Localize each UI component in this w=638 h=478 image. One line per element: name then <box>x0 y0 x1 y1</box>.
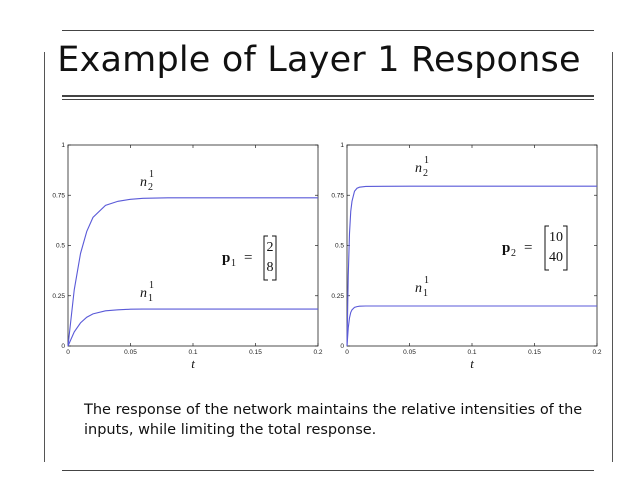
chart2-x-tick-label: 0.1 <box>467 349 476 356</box>
chart1-series-label-superscript: 1 <box>149 280 154 291</box>
chart2-series-line-n1 <box>346 305 597 347</box>
chart2-series-label-superscript: 1 <box>424 275 429 286</box>
chart2-vector-left-bracket <box>544 225 549 271</box>
chart1-series-label-n2: n <box>140 175 147 190</box>
chart1-input-equals: = <box>244 250 252 266</box>
chart1-vector-left-bracket <box>263 235 268 281</box>
title-underline <box>62 95 594 97</box>
chart2-vector-element: 40 <box>549 250 563 265</box>
chart2-y-tick-label: 0.25 <box>331 293 344 300</box>
chart2-vector-element: 10 <box>549 230 563 245</box>
chart2-x-tick-label: 0 <box>345 349 349 356</box>
chart1-x-tick-label: 0 <box>66 349 70 356</box>
chart1-y-tick-label: 0.5 <box>56 243 65 250</box>
right-frame-line <box>612 52 613 462</box>
chart1-y-tick-label: 0 <box>61 343 65 350</box>
chart1-series-line-n1 <box>67 308 318 347</box>
slide-title: Example of Layer 1 Response <box>57 40 581 80</box>
chart2-x-axis-label: t <box>470 356 474 371</box>
chart2-x-tick-label: 0.05 <box>403 349 416 356</box>
chart1-series-label-subscript: 2 <box>148 182 153 193</box>
left-frame-line <box>44 52 45 462</box>
chart1-y-tick-label: 0.25 <box>52 293 65 300</box>
chart1-vector-right-bracket <box>272 235 277 281</box>
chart2-input-label: p <box>502 240 510 256</box>
chart2-y-tick-label: 0.5 <box>335 243 344 250</box>
chart1-x-tick-label: 0.15 <box>249 349 262 356</box>
chart2-vector-right-bracket <box>563 225 568 271</box>
chart2-series-label-n1: n <box>415 281 422 296</box>
title-underline-thin <box>62 99 594 100</box>
chart2-series-label-superscript: 1 <box>424 155 429 166</box>
chart2-input-label-subscript: 2 <box>511 248 516 259</box>
chart2-x-tick-label: 0.2 <box>592 349 601 356</box>
chart1-vector-element: 8 <box>267 260 274 275</box>
chart2-plot-frame <box>346 144 598 347</box>
chart1-x-tick-label: 0.2 <box>313 349 322 356</box>
chart1-plot-frame <box>67 144 319 347</box>
chart2-y-tick-label: 0 <box>340 343 344 350</box>
chart1-vector-element: 2 <box>267 240 274 255</box>
chart2-series-label-subscript: 1 <box>423 288 428 299</box>
top-rule <box>62 30 594 31</box>
bottom-rule <box>62 470 594 471</box>
chart1-input-label-subscript: 1 <box>231 258 236 269</box>
chart1-y-tick-label: 0.75 <box>52 192 65 199</box>
chart1-series-label-n1: n <box>140 286 147 301</box>
chart2-series-line-n2 <box>346 185 597 347</box>
chart2-y-tick-label: 0.75 <box>331 192 344 199</box>
chart2-series-label-subscript: 2 <box>423 168 428 179</box>
chart1-series-line-n2 <box>67 197 318 347</box>
chart1-series-label-subscript: 1 <box>148 293 153 304</box>
chart1-x-axis-label: t <box>191 356 195 371</box>
chart2-input-equals: = <box>524 240 532 256</box>
chart1-x-tick-label: 0.05 <box>124 349 137 356</box>
chart1-y-tick-label: 1 <box>61 142 65 149</box>
chart2-y-tick-label: 1 <box>340 142 344 149</box>
chart1-input-label: p <box>222 250 230 266</box>
chart1-series-label-superscript: 1 <box>149 169 154 180</box>
chart2-series-label-n2: n <box>415 161 422 176</box>
slide-caption: The response of the network maintains th… <box>84 402 583 438</box>
chart1-x-tick-label: 0.1 <box>188 349 197 356</box>
chart2-x-tick-label: 0.15 <box>528 349 541 356</box>
